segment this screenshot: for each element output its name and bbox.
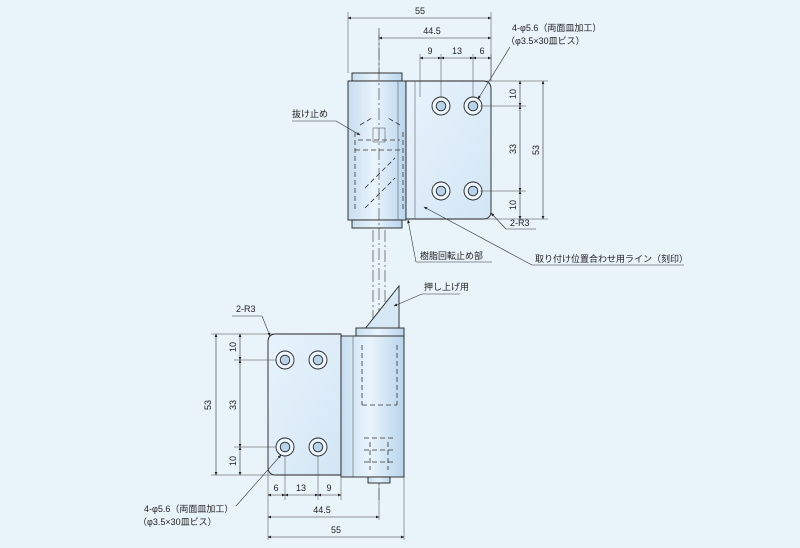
lower-corner-label: 2-R3 bbox=[236, 304, 256, 314]
lower-hole bbox=[308, 437, 328, 457]
lower-hinge bbox=[267, 284, 405, 484]
upper-dim-vertical: 33 bbox=[508, 144, 518, 154]
lower-holes-label-line2: （φ3.5×30皿ビス） bbox=[138, 517, 217, 527]
upper-holes-label-line1: 4-φ5.6（両面皿加工） bbox=[512, 23, 601, 33]
lower-hole bbox=[275, 350, 295, 370]
upper-knuckle-cap bbox=[351, 72, 403, 82]
upper-dim-hole-offset: 13 bbox=[452, 46, 462, 56]
upper-hole bbox=[463, 96, 483, 116]
push-up-label: 押し上げ用 bbox=[424, 281, 469, 292]
lower-dim-overall-height: 53 bbox=[203, 400, 213, 410]
upper-dim-overall-width: 55 bbox=[415, 6, 425, 16]
lower-dim-hole-offset: 13 bbox=[296, 483, 306, 493]
callouts: 4-φ5.6（両面皿加工） （φ3.5×30皿ビス） 抜け止め 2-R3 樹脂回… bbox=[138, 23, 688, 527]
upper-hole bbox=[431, 96, 451, 116]
upper-dim-vertical: 10 bbox=[508, 89, 518, 99]
upper-holes-label-line2: （φ3.5×30皿ビス） bbox=[506, 36, 585, 46]
upper-hinge bbox=[347, 72, 492, 229]
lower-dim-hole-offset: 6 bbox=[273, 483, 278, 493]
upper-dim-vertical: 10 bbox=[508, 200, 518, 210]
lower-hole bbox=[275, 437, 295, 457]
upper-dim-hole-pitch-width: 44.5 bbox=[423, 26, 441, 36]
lower-dim-vertical: 10 bbox=[228, 342, 238, 352]
upper-hole bbox=[431, 181, 451, 201]
upper-dimensions: 55 44.5 9 13 6 10 33 10 53 bbox=[347, 6, 548, 220]
lower-dim-vertical: 33 bbox=[228, 400, 238, 410]
lower-holes-label-line1: 4-φ5.6（両面皿加工） bbox=[144, 504, 233, 514]
stopper-label: 抜け止め bbox=[292, 108, 328, 119]
push-up-tab bbox=[363, 284, 400, 331]
lower-dim-hole-offset: 9 bbox=[326, 483, 331, 493]
lower-dimensions: 10 33 10 53 6 13 9 44.5 55 bbox=[203, 333, 405, 540]
upper-dim-hole-offset: 6 bbox=[479, 46, 484, 56]
upper-barrel bbox=[347, 80, 407, 221]
mounting-line-label: 取り付け位置合わせ用ライン（刻印） bbox=[535, 253, 688, 264]
lower-barrel bbox=[340, 335, 405, 478]
resin-stopper-label: 樹脂回転止め部 bbox=[420, 250, 483, 261]
upper-corner-label: 2-R3 bbox=[510, 218, 530, 228]
upper-hole bbox=[463, 181, 483, 201]
upper-dim-overall-height: 53 bbox=[531, 145, 541, 155]
upper-dim-hole-offset: 9 bbox=[427, 46, 432, 56]
lower-hole bbox=[308, 350, 328, 370]
lower-dim-hole-pitch-width: 44.5 bbox=[313, 505, 331, 515]
lower-dim-overall-width: 55 bbox=[331, 525, 341, 535]
lower-dim-vertical: 10 bbox=[228, 456, 238, 466]
